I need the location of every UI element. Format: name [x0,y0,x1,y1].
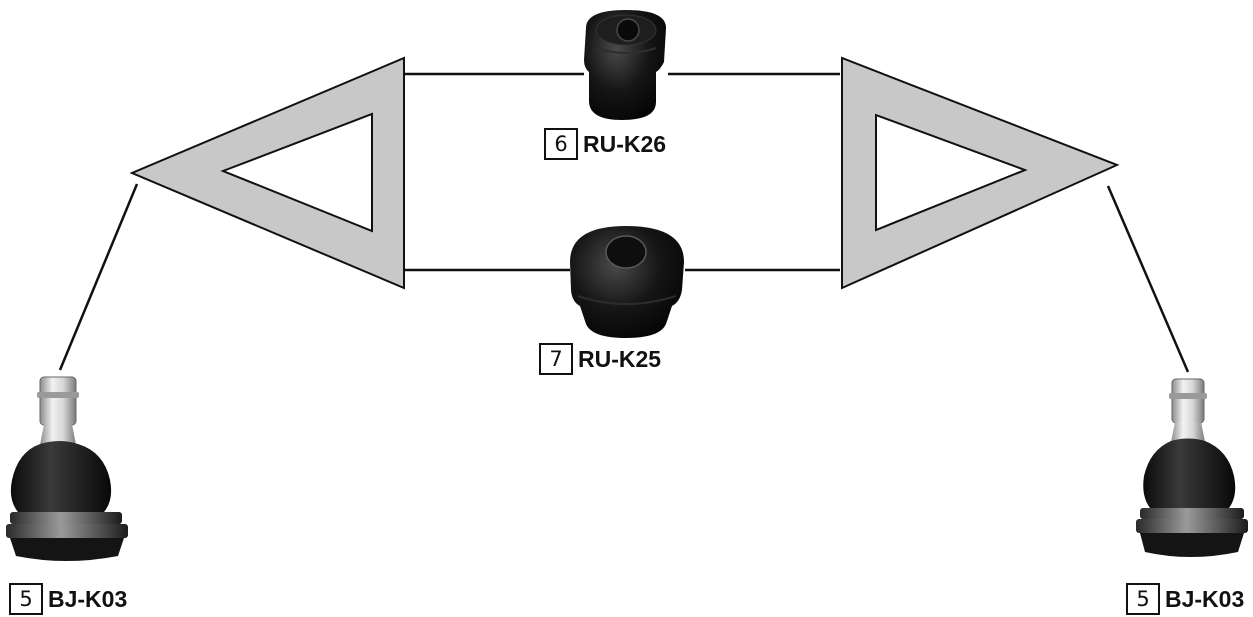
bushing-ru-k25-image [570,226,684,338]
connector-lines [58,72,1190,373]
ball-joint-right-image [1136,378,1248,557]
label-bj-k03-left: 5 BJ-K03 [9,582,127,616]
part-code: RU-K26 [583,130,667,157]
line-left-arm-to-ball-joint [58,183,139,371]
part-number-box: 5 [1126,583,1160,615]
right-control-arm [841,56,1120,290]
label-ru-k26: 6 RU-K26 [544,127,666,161]
ball-joint-left-image [6,376,128,561]
line-right-arm-to-ball-joint [1106,185,1190,373]
left-control-arm [129,56,405,290]
part-number-box: 5 [9,583,43,615]
part-number-box: 7 [539,343,573,375]
label-bj-k03-right: 5 BJ-K03 [1126,582,1244,616]
part-code: BJ-K03 [1165,585,1245,612]
part-code: RU-K25 [578,345,662,372]
label-ru-k25: 7 RU-K25 [539,342,661,376]
bushing-ru-k26-image [584,10,666,120]
part-number-box: 6 [544,128,578,160]
part-code: BJ-K03 [48,585,128,612]
